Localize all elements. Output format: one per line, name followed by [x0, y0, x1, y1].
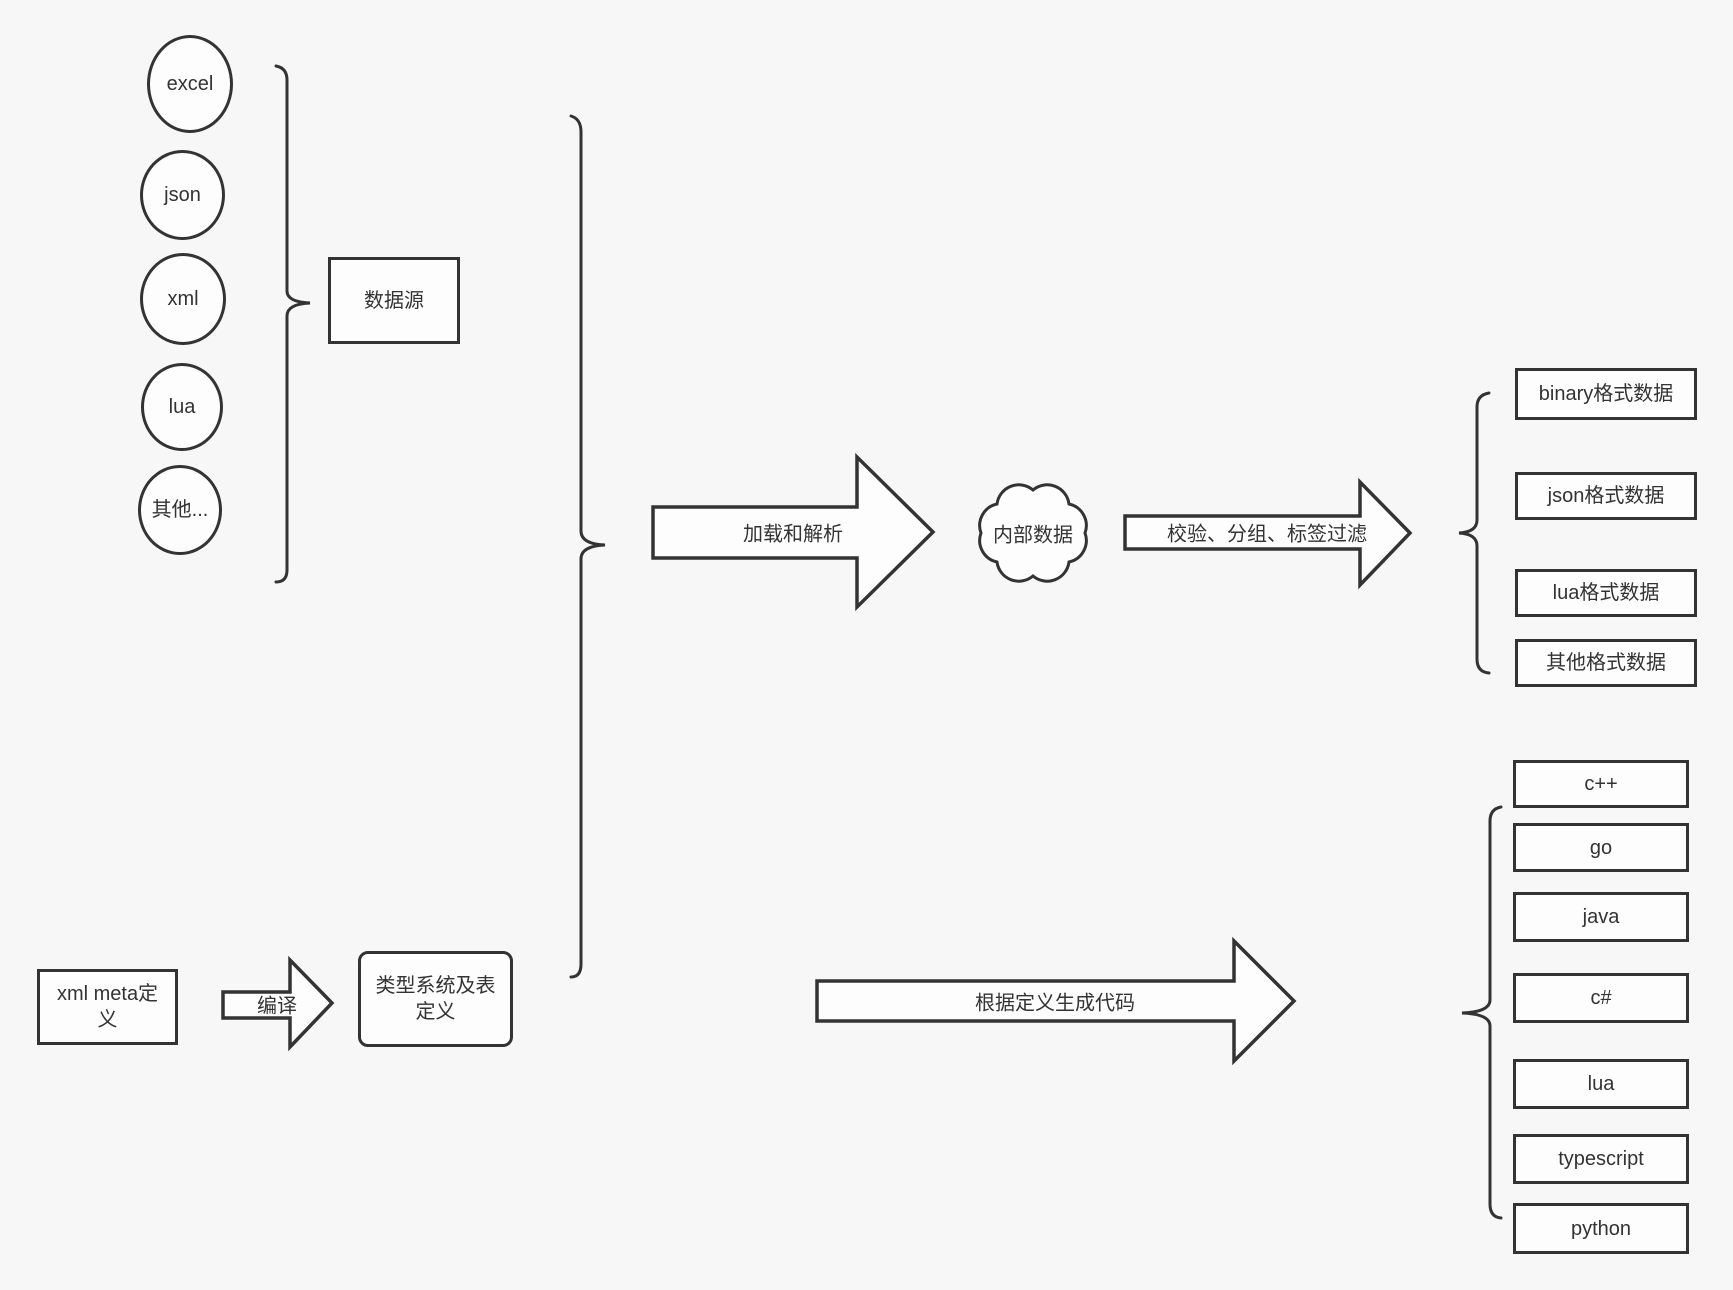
language-box-label: typescript	[1558, 1148, 1644, 1170]
inputs-brace	[569, 114, 606, 979]
format-box-binary: binary格式数据	[1515, 368, 1697, 420]
data-source-label: 数据源	[364, 289, 424, 312]
internal-data-cloud	[978, 483, 1088, 583]
language-box-go: go	[1513, 823, 1689, 872]
language-box-cpp: c++	[1513, 760, 1689, 808]
language-box-lua: lua	[1513, 1059, 1689, 1109]
load-parse-arrow-label: 加载和解析	[743, 523, 843, 546]
source-ellipse-label: xml	[167, 288, 199, 310]
source-ellipse-label: 其他...	[151, 499, 209, 521]
source-ellipse-label: lua	[168, 396, 196, 418]
language-box-label: java	[1582, 906, 1620, 928]
source-ellipse-lua: lua	[141, 363, 223, 451]
language-box-label: go	[1589, 836, 1613, 859]
language-box-label: python	[1570, 1217, 1632, 1240]
generate-code-arrow	[815, 936, 1297, 1066]
formats-brace	[1458, 391, 1491, 675]
source-ellipse-xml: xml	[140, 253, 226, 345]
xml-meta-box: xml meta定义	[37, 969, 178, 1045]
format-box-json: json格式数据	[1515, 472, 1697, 520]
language-box-python: python	[1513, 1203, 1689, 1254]
language-box-label: c++	[1584, 773, 1618, 795]
filter-arrow-label: 校验、分组、标签过滤	[1167, 523, 1367, 546]
compile-arrow-label: 编译	[257, 995, 297, 1018]
languages-brace	[1461, 805, 1503, 1220]
filter-arrow	[1123, 477, 1413, 590]
compile-arrow	[221, 955, 335, 1052]
internal-data-label: 内部数据	[993, 524, 1073, 547]
source-ellipse-label: excel	[166, 73, 214, 95]
source-ellipse-other: 其他...	[138, 465, 222, 555]
format-box-label: 其他格式数据	[1546, 652, 1666, 674]
type-system-label: 类型系统及表定义	[375, 975, 496, 1023]
language-box-typescript: typescript	[1513, 1134, 1689, 1184]
data-source-box: 数据源	[328, 257, 460, 344]
source-ellipse-label: json	[164, 184, 201, 206]
sources-brace	[274, 64, 311, 584]
language-box-label: c#	[1590, 987, 1612, 1009]
format-box-label: lua格式数据	[1552, 582, 1660, 604]
load-parse-arrow	[651, 452, 936, 612]
format-box-other: 其他格式数据	[1515, 639, 1697, 687]
language-box-label: lua	[1587, 1073, 1615, 1095]
format-box-label: json格式数据	[1547, 485, 1665, 507]
source-ellipse-excel: excel	[147, 35, 233, 133]
source-ellipse-json: json	[140, 150, 225, 240]
xml-meta-label: xml meta定义	[56, 983, 159, 1031]
language-box-java: java	[1513, 892, 1689, 942]
format-box-label: binary格式数据	[1538, 383, 1674, 405]
format-box-lua: lua格式数据	[1515, 569, 1697, 617]
generate-code-arrow-label: 根据定义生成代码	[975, 992, 1135, 1015]
type-system-box: 类型系统及表定义	[358, 951, 513, 1047]
language-box-csharp: c#	[1513, 973, 1689, 1023]
